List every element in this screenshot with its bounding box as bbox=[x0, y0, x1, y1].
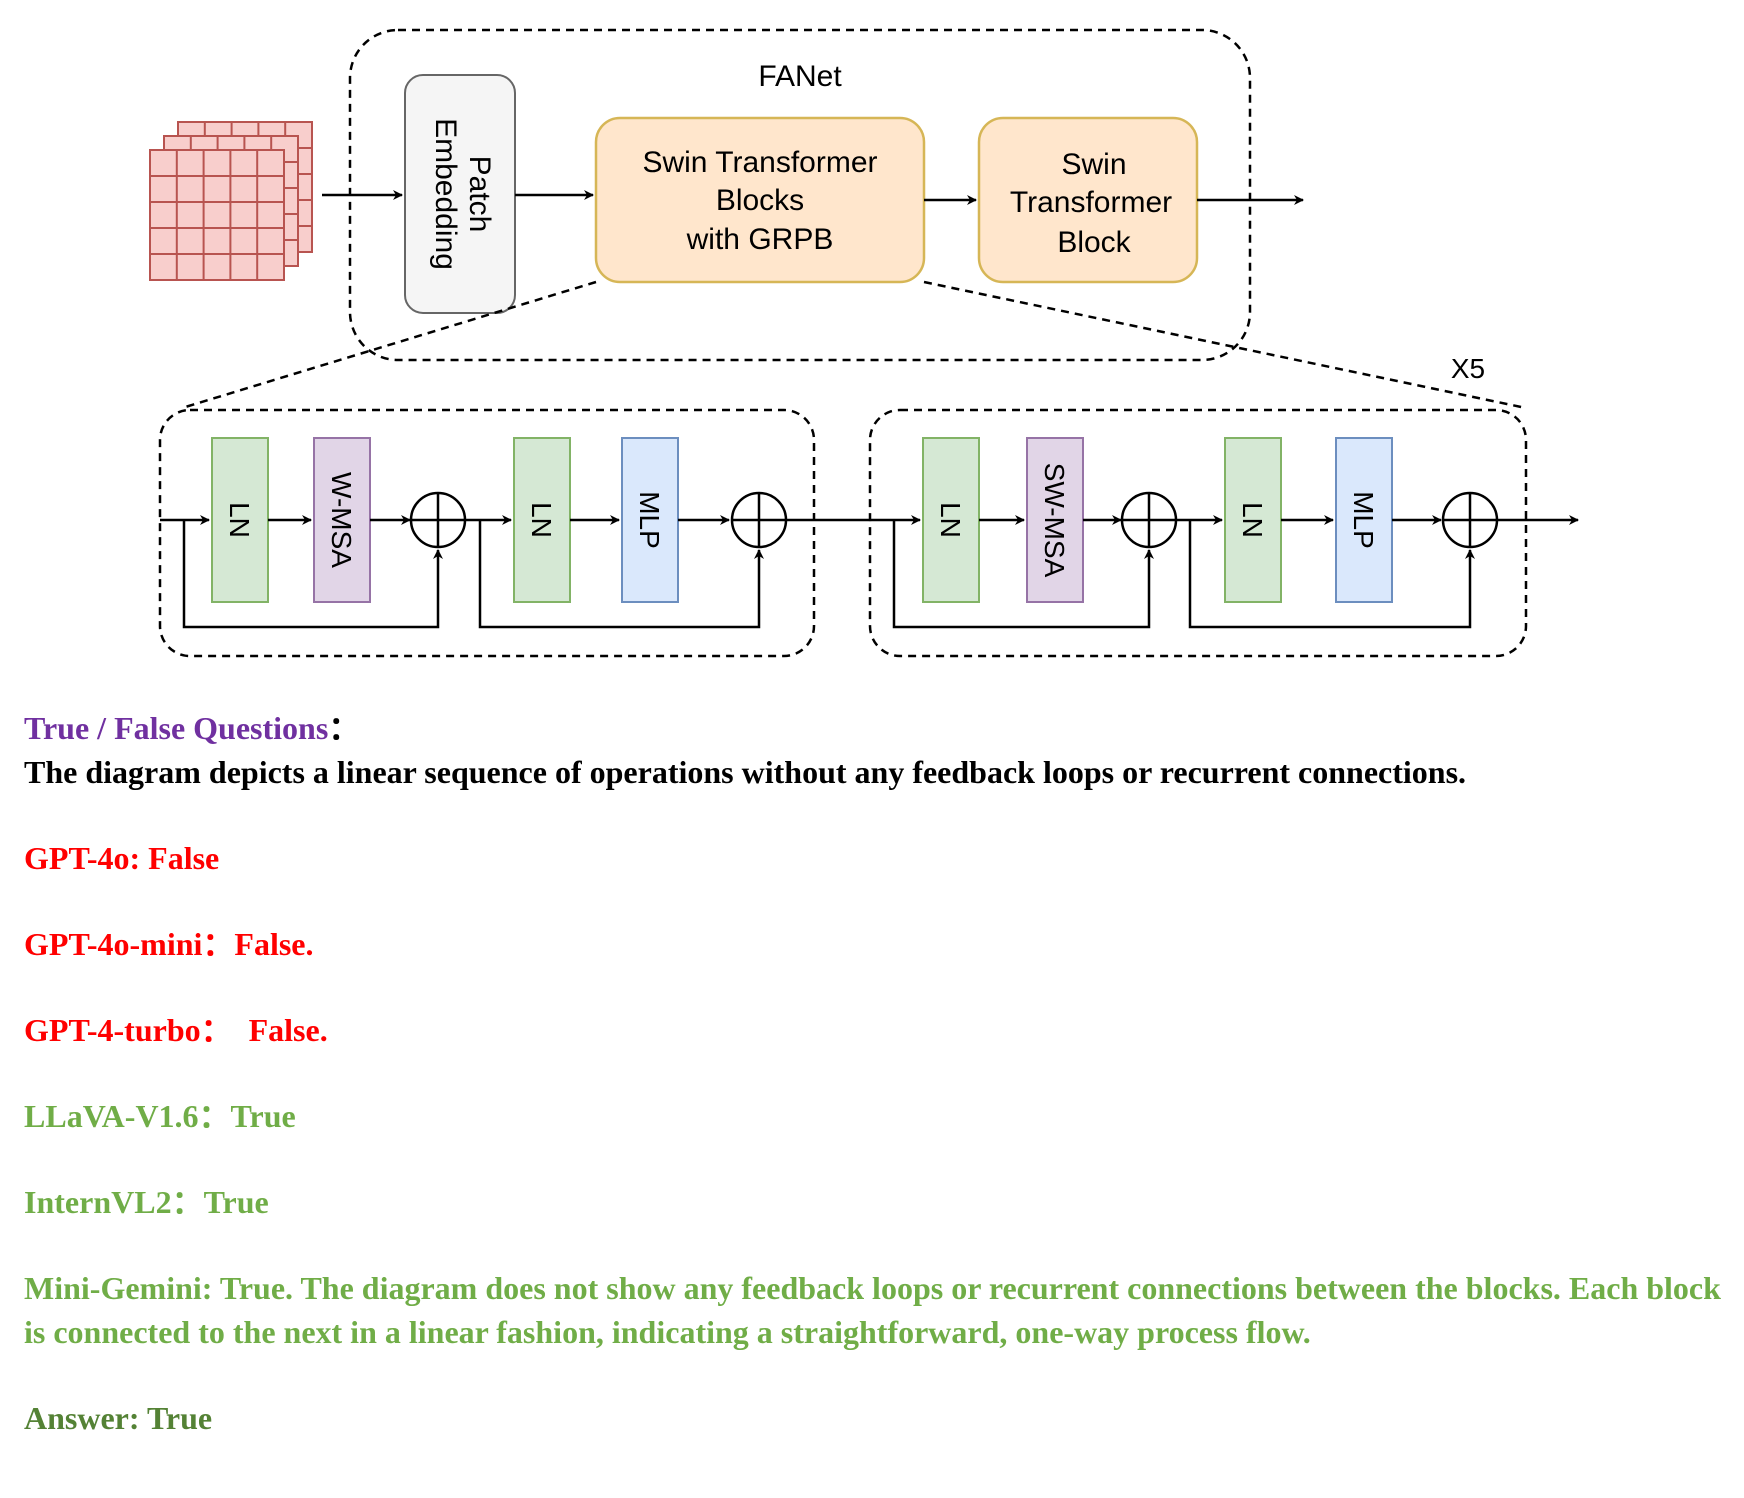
question-label: True / False Questions bbox=[24, 710, 329, 746]
ln-box bbox=[922, 437, 980, 603]
final-answer: Answer: True bbox=[24, 1400, 213, 1436]
repeat-label: X5 bbox=[1451, 353, 1485, 384]
zoom-connector-left bbox=[181, 280, 597, 410]
swin-block-line-3: Block bbox=[1057, 226, 1131, 259]
sw-msa-box bbox=[1026, 437, 1084, 603]
sw-msa-label: SW-MSA bbox=[1039, 463, 1070, 578]
ln-label: LN bbox=[1237, 502, 1268, 538]
swin-block-line-1: Swin bbox=[1061, 148, 1126, 181]
mlp-label: MLP bbox=[634, 491, 665, 549]
residual-connection bbox=[182, 520, 443, 629]
ln-box bbox=[1224, 437, 1282, 603]
mlp-box bbox=[1335, 437, 1393, 603]
mlp-label: MLP bbox=[1348, 491, 1379, 549]
ln-label: LN bbox=[224, 502, 255, 538]
mlp-box bbox=[621, 437, 679, 603]
model-response-gpt-4o: GPT-4o: False bbox=[24, 840, 220, 876]
question-colon: ： bbox=[328, 710, 361, 746]
residual-connection bbox=[892, 520, 1154, 629]
left-detail-container bbox=[158, 408, 816, 658]
add-circle-icon bbox=[1441, 491, 1499, 549]
residual-connection bbox=[1188, 520, 1475, 629]
model-response-internvl2: InternVL2：True bbox=[24, 1184, 269, 1220]
model-response-mini-gemini: Mini-Gemini: True. The diagram does not … bbox=[24, 1270, 1721, 1350]
question-statement: The diagram depicts a linear sequence of… bbox=[24, 754, 1467, 790]
add-circle-icon bbox=[1120, 491, 1178, 549]
patch-grid-icon bbox=[149, 121, 313, 281]
ln-label: LN bbox=[526, 502, 557, 538]
w-msa-label: W-MSA bbox=[326, 472, 357, 568]
model-response-gpt-4-turbo: GPT-4-turbo： False. bbox=[24, 1012, 328, 1048]
swin-blocks-grpb-line-2: Blocks bbox=[716, 184, 804, 217]
fanet-diagram: FANet Patch Embedding Swin Transformer B… bbox=[149, 28, 1579, 658]
svg-text:Embedding: Embedding bbox=[429, 118, 462, 270]
residual-connection bbox=[478, 520, 764, 629]
ln-box bbox=[513, 437, 571, 603]
swin-block-line-2: Transformer bbox=[1010, 186, 1172, 219]
right-detail-container bbox=[868, 408, 1528, 658]
question-heading: True / False Questions： bbox=[24, 706, 1724, 750]
add-circle-icon bbox=[409, 491, 467, 549]
ln-label: LN bbox=[935, 502, 966, 538]
swin-blocks-grpb-line-3: with GRPB bbox=[686, 223, 834, 256]
model-response-gpt-4o-mini: GPT-4o-mini：False. bbox=[24, 926, 314, 962]
qa-section: True / False Questions： The diagram depi… bbox=[24, 706, 1724, 1440]
svg-text:Patch: Patch bbox=[463, 156, 496, 233]
patch-embedding-label: Patch Embedding bbox=[429, 118, 496, 270]
add-circle-icon bbox=[730, 491, 788, 549]
zoom-connector-right bbox=[923, 280, 1527, 410]
fanet-label: FANet bbox=[758, 60, 842, 93]
swin-blocks-grpb-line-1: Swin Transformer bbox=[642, 146, 877, 179]
model-response-llava: LLaVA-V1.6：True bbox=[24, 1098, 296, 1134]
